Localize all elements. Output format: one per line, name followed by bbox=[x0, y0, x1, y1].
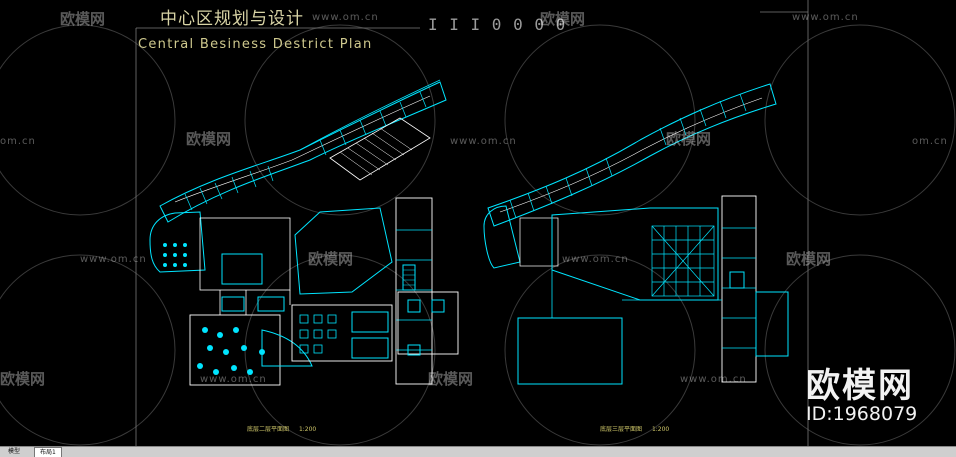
watermark-url: om.cn bbox=[0, 136, 36, 147]
left-plan-caption: 底层二层平面图 1:200 bbox=[247, 424, 316, 433]
atrium-grid bbox=[651, 225, 715, 297]
watermark-logo: 欧模网 bbox=[786, 250, 832, 268]
cad-drawing-svg bbox=[0, 0, 956, 446]
watermark-url: www.om.cn bbox=[562, 254, 629, 265]
watermark-url: www.om.cn bbox=[680, 374, 747, 385]
scale-tick-marks: I I I 0 0 0 0 bbox=[428, 15, 567, 34]
left-plan-caption-title: 底层二层平面图 bbox=[247, 426, 290, 433]
watermark-logo: 欧模网 bbox=[60, 10, 106, 28]
watermark-logo: 欧模网 bbox=[666, 130, 712, 148]
cad-drawing-canvas[interactable]: 中心区规划与设计 Central Besiness Destrict Plan … bbox=[0, 0, 956, 446]
left-plan-scale: 1:200 bbox=[298, 426, 317, 433]
watermark-url: www.om.cn bbox=[80, 254, 147, 265]
watermark-logo: 欧模网 bbox=[308, 250, 354, 268]
drawing-frame bbox=[135, 0, 809, 446]
watermark-circles bbox=[0, 24, 956, 446]
tab-model[interactable]: 模型 bbox=[8, 448, 21, 455]
watermark-url: om.cn bbox=[912, 136, 948, 147]
right-plan-scale: 1:200 bbox=[651, 426, 670, 433]
right-plan-caption: 底层三层平面图 1:200 bbox=[600, 424, 669, 433]
watermark-id: ID:1968079 bbox=[806, 403, 918, 425]
drawing-title-english: Central Besiness Destrict Plan bbox=[138, 37, 373, 52]
left-floor-plan bbox=[149, 79, 459, 386]
watermark-url: www.om.cn bbox=[792, 12, 859, 23]
watermark-url: www.om.cn bbox=[200, 374, 267, 385]
watermark-logo: 欧模网 bbox=[0, 370, 46, 388]
watermark-logo: 欧模网 bbox=[428, 370, 474, 388]
layout-tab-bar: 模型 布局1 bbox=[0, 446, 956, 457]
right-floor-plan bbox=[483, 83, 789, 385]
watermark-logo: 欧模网 bbox=[186, 130, 232, 148]
watermark-url: www.om.cn bbox=[312, 12, 379, 23]
watermark-logo: 欧模网 bbox=[540, 10, 586, 28]
watermark-big-logo: 欧模网 bbox=[806, 366, 914, 406]
watermark-url: www.om.cn bbox=[450, 136, 517, 147]
right-plan-caption-title: 底层三层平面图 bbox=[600, 426, 643, 433]
drawing-title-chinese: 中心区规划与设计 bbox=[160, 9, 304, 29]
tab-layout1[interactable]: 布局1 bbox=[34, 447, 62, 457]
